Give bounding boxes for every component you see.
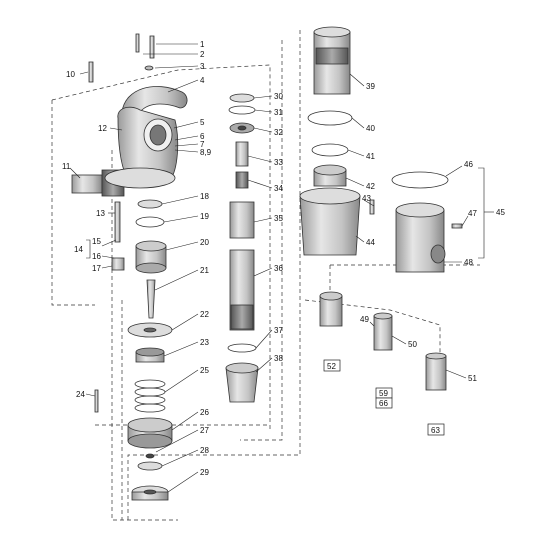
- leader-lines: [69, 43, 494, 493]
- label-44: 44: [366, 238, 375, 247]
- boxed-label-66: 66: [379, 399, 388, 408]
- ring-37: [227, 343, 257, 353]
- label-11: 11: [62, 162, 71, 171]
- label-5: 5: [200, 118, 205, 127]
- label-41: 41: [366, 152, 375, 161]
- label-4: 4: [200, 76, 205, 85]
- label-16: 16: [92, 252, 101, 261]
- label-8-9: 8,9: [200, 148, 212, 157]
- part-labels: 1 2 3 4 5 6 7 8,9 10 11 12 13 14 15 16 1…: [62, 40, 505, 477]
- right-assembly: [299, 26, 463, 391]
- disc-30: [229, 93, 255, 103]
- boxed-label-63: 63: [431, 426, 440, 435]
- label-26: 26: [200, 408, 209, 417]
- spindle-35: [229, 201, 255, 239]
- label-30: 30: [274, 92, 283, 101]
- assembly-guide-lines: [51, 30, 480, 521]
- clamp-46: [391, 171, 449, 189]
- disc-18: [137, 199, 163, 209]
- label-28: 28: [200, 446, 209, 455]
- middle-assembly: [225, 93, 259, 403]
- ring-19: [135, 216, 165, 228]
- boxed-labels: 52 59 66 63: [323, 359, 445, 436]
- label-36: 36: [274, 264, 283, 273]
- label-38: 38: [274, 354, 283, 363]
- label-43: 43: [362, 194, 371, 203]
- washer-3: [144, 65, 154, 71]
- label-50: 50: [408, 340, 417, 349]
- rod-21: [146, 279, 156, 319]
- boxed-label-52: 52: [327, 362, 336, 371]
- plug-17: [111, 257, 125, 271]
- label-34: 34: [274, 184, 283, 193]
- bushing-51: [425, 355, 447, 391]
- label-19: 19: [200, 212, 209, 221]
- label-48: 48: [464, 258, 473, 267]
- label-39: 39: [366, 82, 375, 91]
- pin-43: [369, 199, 375, 215]
- ring-31: [228, 105, 256, 115]
- label-32: 32: [274, 128, 283, 137]
- label-40: 40: [366, 124, 375, 133]
- label-24: 24: [76, 390, 85, 399]
- gear-34: [235, 171, 249, 189]
- label-29: 29: [200, 468, 209, 477]
- ring-41: [311, 143, 349, 157]
- label-31: 31: [274, 108, 283, 117]
- label-13: 13: [96, 209, 105, 218]
- label-3: 3: [200, 62, 205, 71]
- label-7: 7: [200, 140, 205, 149]
- label-51: 51: [468, 374, 477, 383]
- label-33: 33: [274, 158, 283, 167]
- label-12: 12: [98, 124, 107, 133]
- shroud-44: [299, 195, 361, 256]
- label-46: 46: [464, 160, 473, 169]
- label-27: 27: [200, 426, 209, 435]
- label-10: 10: [66, 70, 75, 79]
- inlet-11: [71, 174, 103, 194]
- screw-2: [135, 33, 140, 53]
- bushing-52: [319, 295, 343, 327]
- label-25: 25: [200, 366, 209, 375]
- ring-28: [137, 461, 163, 471]
- handle-4: [121, 86, 188, 113]
- label-18: 18: [200, 192, 209, 201]
- shaft-33: [235, 141, 249, 167]
- bushing-50: [373, 315, 393, 351]
- label-1: 1: [200, 40, 205, 49]
- label-45: 45: [496, 208, 505, 217]
- label-21: 21: [200, 266, 209, 275]
- label-47: 47: [468, 209, 477, 218]
- label-14: 14: [74, 245, 83, 254]
- label-42: 42: [366, 182, 375, 191]
- label-6: 6: [200, 132, 205, 141]
- label-23: 23: [200, 338, 209, 347]
- label-15: 15: [92, 237, 101, 246]
- pin-13: [114, 201, 121, 243]
- clip-40: [307, 110, 353, 126]
- washer-27: [145, 453, 155, 459]
- spring-25: [134, 379, 166, 413]
- label-22: 22: [200, 310, 209, 319]
- label-20: 20: [200, 238, 209, 247]
- bolt-10: [88, 61, 94, 83]
- label-35: 35: [274, 214, 283, 223]
- label-2: 2: [200, 50, 205, 59]
- screw-1: [149, 35, 155, 59]
- screw-24: [94, 389, 99, 413]
- screw-47: [451, 223, 463, 229]
- label-37: 37: [274, 326, 283, 335]
- left-assembly: [71, 33, 188, 501]
- boxed-label-59: 59: [379, 389, 388, 398]
- label-17: 17: [92, 264, 101, 273]
- label-49: 49: [360, 315, 369, 324]
